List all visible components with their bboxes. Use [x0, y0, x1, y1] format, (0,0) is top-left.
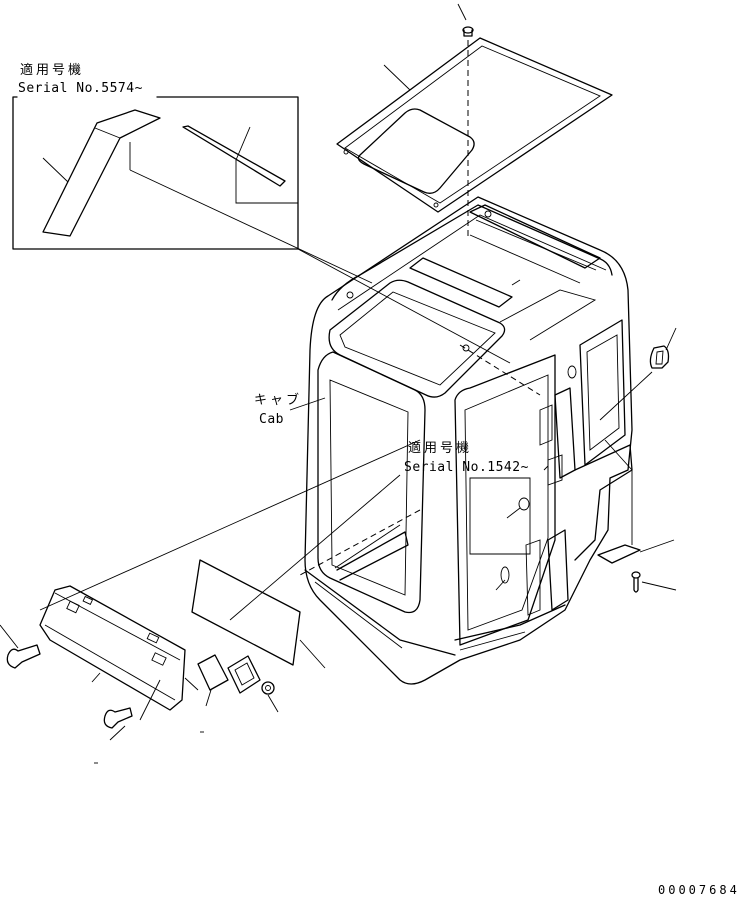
cab-frame: [304, 196, 633, 685]
inset-box-middle: 適用号機 Serial No.1542~: [404, 440, 549, 591]
cover-panel-part: [39, 585, 186, 711]
clip-part: [597, 439, 675, 564]
inset-top-jp-label: 適用号機: [20, 62, 84, 78]
inset-mid-jp-label: 適用号機: [408, 440, 472, 456]
grommet-part: [599, 327, 677, 421]
screw-right: [631, 571, 677, 593]
cab-label: キャブ Cab: [254, 392, 326, 427]
bolt-left: [0, 624, 41, 669]
drawing-code: 00007684: [658, 883, 738, 897]
inset-box-top: 適用号機 Serial No.5574~: [12, 62, 299, 250]
small-plate-parts: [184, 654, 279, 713]
cab-jp-label: キャブ: [254, 392, 302, 408]
seal-strip-part: [182, 125, 298, 204]
floor-plate-part: [191, 559, 326, 669]
inset-top-serial-label: Serial No.5574~: [18, 81, 143, 96]
inset-mid-serial-label: Serial No.1542~: [404, 460, 529, 475]
roof-glass-panel: [336, 37, 613, 213]
bolt-bottom: [103, 679, 161, 741]
roof-bolt: [457, 3, 474, 37]
visor-strip-part: [42, 109, 161, 237]
cab-en-label: Cab: [259, 412, 284, 427]
